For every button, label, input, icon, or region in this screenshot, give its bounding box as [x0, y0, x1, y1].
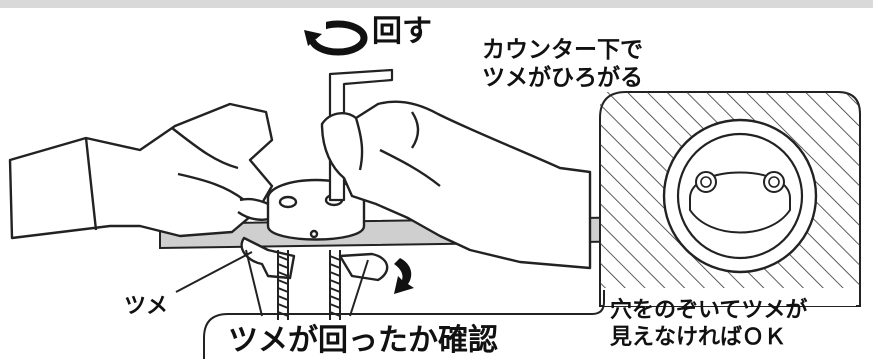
right-hand — [320, 100, 592, 270]
check-rotation-caption: ツメが回ったか確認 — [228, 323, 498, 358]
claw-spread-line2: ツメがひろがる — [482, 65, 643, 91]
peek-line2: 見えなければＯＫ — [610, 325, 787, 350]
inset-panel — [599, 91, 861, 307]
claw-leader-line — [175, 251, 253, 293]
threaded-rods — [277, 250, 341, 320]
peek-line1: 穴をのぞいてツメが — [610, 298, 808, 323]
left-hand — [8, 102, 284, 240]
claw-spread-line1: カウンター下で — [482, 37, 643, 63]
claw-label: ツメ — [124, 294, 169, 319]
claw-spread-caption: カウンター下で ツメがひろがる — [482, 36, 643, 92]
claw-parts — [240, 236, 389, 282]
top-border — [0, 0, 873, 8]
check-callout-frame — [203, 290, 605, 359]
bowl-outline — [245, 249, 369, 317]
peek-ok-caption: 穴をのぞいてツメが 見えなければＯＫ — [610, 297, 807, 351]
counterclockwise-rotation-arrow-icon — [304, 20, 368, 56]
fixture-flange — [266, 178, 366, 241]
rotate-label: 回す — [372, 14, 432, 49]
curved-down-arrow-icon — [394, 258, 414, 294]
